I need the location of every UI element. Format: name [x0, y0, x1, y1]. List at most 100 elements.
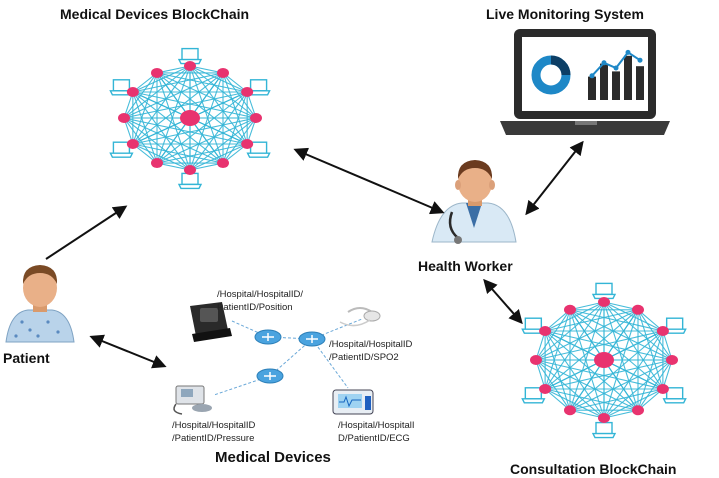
mesh-link: [569, 309, 605, 419]
node-dot: [151, 67, 163, 78]
mesh-link: [123, 91, 248, 119]
trend-point: [613, 65, 619, 71]
mesh-link: [132, 91, 191, 119]
node-dot: [632, 405, 644, 416]
node-dot: [241, 139, 254, 149]
arrow-patient-medical-devices: [89, 334, 167, 369]
mesh-link: [132, 117, 257, 145]
mesh-link: [189, 65, 224, 164]
medical-devices-title: Medical Devices: [215, 449, 331, 466]
node-dot: [564, 304, 576, 315]
mesh-link: [189, 72, 224, 171]
mesh-link: [156, 65, 191, 164]
spo2-sensor-icon: [339, 307, 381, 327]
position-topic-line2: PatientID/Position: [217, 302, 293, 313]
node-dot: [539, 326, 552, 336]
router-icon: [256, 368, 284, 384]
mesh-link: [156, 72, 191, 171]
mesh-link: [123, 117, 248, 145]
node-dot: [598, 297, 610, 307]
laptop-icon: [178, 172, 202, 190]
mesh-link: [535, 359, 664, 390]
connection-arrows: [45, 140, 584, 369]
live-monitoring-title: Live Monitoring System: [486, 6, 644, 22]
mesh-link: [569, 309, 664, 332]
central-node: [180, 110, 200, 126]
node-dot: [217, 158, 229, 169]
mesh-link: [132, 72, 158, 145]
patient-label: Patient: [3, 350, 50, 366]
mesh-link: [156, 117, 191, 164]
node-dot: [656, 384, 669, 394]
node-dot: [564, 405, 576, 416]
pressure-topic-line1: /Hospital/HospitalID: [172, 420, 256, 431]
arrow-patient-to-medical-chain: [45, 205, 128, 260]
mesh-link: [544, 309, 639, 390]
medical-blockchain-title: Medical Devices BlockChain: [60, 6, 249, 22]
mesh-link: [132, 91, 158, 164]
blood-pressure-monitor-icon: [173, 385, 212, 415]
node-dot: [151, 158, 163, 169]
trend-point: [589, 73, 595, 79]
mesh-link: [156, 91, 248, 164]
laptop-icon: [592, 421, 616, 439]
node-dot: [241, 87, 254, 97]
node-dot: [184, 165, 196, 175]
mesh-link: [189, 91, 248, 119]
spo2-topic-line2: /PatientID/SPO2: [329, 352, 399, 363]
laptop-monitor-icon: [500, 29, 670, 135]
trend-point: [601, 60, 607, 66]
mesh-link: [544, 330, 571, 411]
mesh-link: [189, 72, 224, 119]
bar: [600, 63, 608, 100]
ecg-topic-line2: D/PatientID/ECG: [338, 433, 410, 444]
arrow-medical-chain-health-worker: [293, 147, 445, 215]
node-dot: [530, 355, 542, 365]
router-icon: [298, 331, 326, 347]
consultation-blockchain-network: [521, 282, 687, 439]
position-sensor-icon: [190, 302, 232, 342]
donut-chart-icon: [531, 55, 571, 95]
bar-chart-icon: [588, 55, 644, 100]
bar: [636, 66, 644, 100]
mesh-link: [603, 309, 639, 419]
mesh-link: [132, 91, 257, 119]
mesh-link: [132, 91, 224, 164]
bar: [624, 55, 632, 100]
central-node: [594, 352, 614, 368]
pressure-topic-line2: /PatientID/Pressure: [172, 433, 254, 444]
node-dot: [666, 355, 678, 365]
node-dot: [126, 139, 139, 149]
mesh-link: [603, 359, 664, 390]
consultation-blockchain-title: Consultation BlockChain: [510, 461, 676, 477]
medical-blockchain-network: [109, 47, 271, 190]
mesh-link: [603, 309, 639, 361]
bar: [588, 76, 596, 100]
mesh-link: [569, 309, 605, 361]
mesh-link: [535, 330, 664, 361]
mesh-link: [156, 72, 248, 93]
mesh-link: [544, 330, 673, 361]
mesh-link: [156, 72, 248, 145]
mesh-link: [544, 330, 639, 411]
mesh-link: [544, 330, 605, 361]
node-dot: [118, 113, 130, 123]
node-dot: [217, 67, 229, 78]
router-icon: [254, 329, 282, 345]
ecg-device-icon: [332, 389, 374, 415]
node-dot: [632, 304, 644, 315]
mesh-link: [544, 359, 605, 390]
node-dot: [656, 326, 669, 336]
medical-devices-network: /Hospital/HospitalID/ PatientID/Position…: [172, 289, 415, 444]
mesh-link: [544, 309, 571, 390]
mesh-link: [569, 330, 664, 411]
node-dot: [250, 113, 262, 123]
mesh-link: [156, 72, 191, 119]
position-topic-line1: /Hospital/HospitalID/: [217, 289, 303, 300]
patient-avatar-icon: [5, 265, 75, 343]
mesh-link: [569, 301, 605, 411]
arrow-health-worker-monitoring: [525, 140, 584, 216]
trend-points: [589, 49, 643, 79]
node-dot: [126, 87, 139, 97]
